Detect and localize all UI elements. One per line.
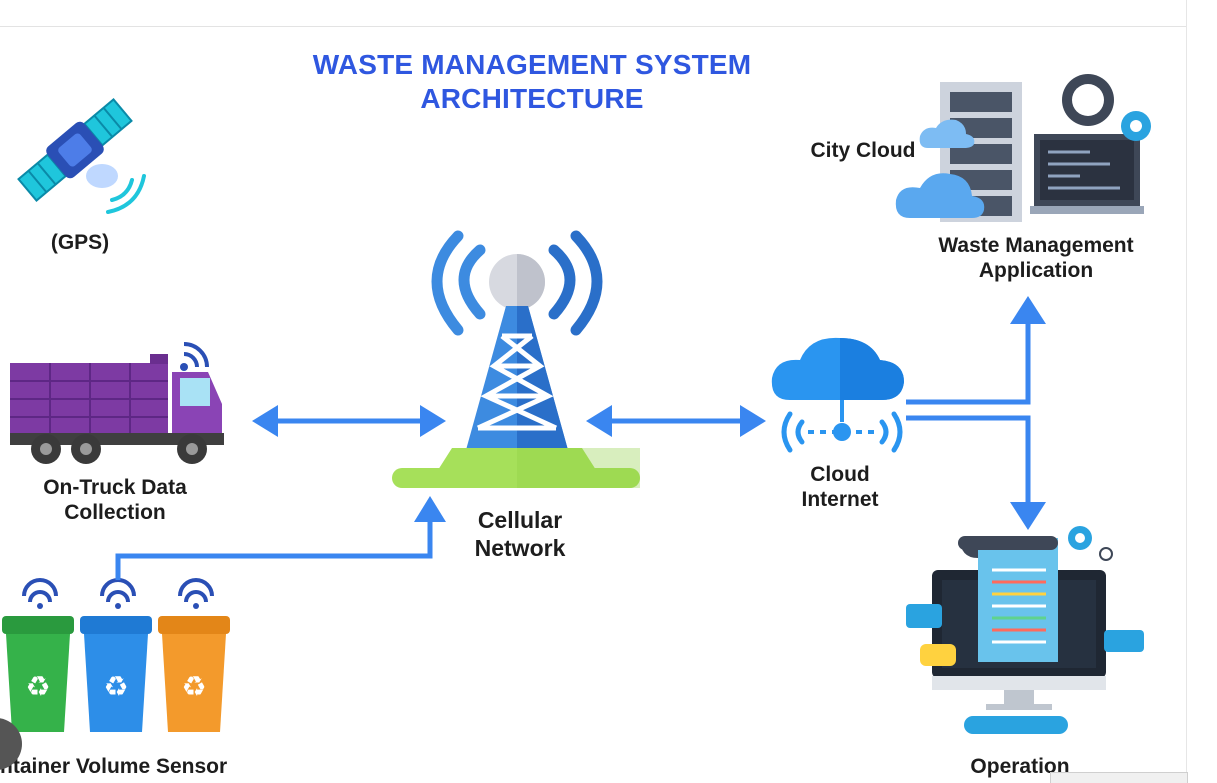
cloud-internet-label: Cloud Internet [770,462,910,512]
operation-label: Operation [970,755,1070,778]
server-cloud-icon [895,74,1151,222]
operation-monitor-icon [906,526,1144,734]
truck-label-line1: On-Truck Data [43,476,187,499]
diagram-title-line2: ARCHITECTURE [420,83,644,114]
truck-label-line2: Collection [64,501,166,524]
application-label-line1: Waste Management [938,234,1134,257]
svg-text:♻: ♻ [103,670,128,703]
application-label-line2: Application [978,259,1094,282]
diagram-title: WASTE MANAGEMENT SYSTEM ARCHITECTURE [232,48,832,116]
cloud-internet-label-line1: Cloud [810,463,870,486]
cloud-internet-label-line2: Internet [801,488,879,511]
connection-arrows [115,296,1046,580]
bottom-panel-tab[interactable] [1050,772,1188,783]
right-scroll-border [1186,0,1187,782]
truck-icon [10,342,224,464]
cell-tower-icon [392,230,640,488]
cellular-label-line2: Network [474,535,566,561]
application-label: Waste Management Application [916,233,1156,283]
svg-text:♻: ♻ [181,670,206,703]
svg-text:♻: ♻ [25,670,50,703]
media-control-button[interactable] [0,718,22,770]
gps-label: (GPS) [50,231,110,254]
cellular-label-line1: Cellular [477,507,563,533]
cellular-label: Cellular Network [420,506,620,562]
container-sensor-label: ntainer Volume Sensor [0,755,228,778]
truck-label: On-Truck Data Collection [10,475,220,525]
waste-bins-icon: ♻ ♻ ♻ [2,578,230,732]
cloud-internet-icon [771,337,904,453]
city-cloud-label: City Cloud [810,139,916,162]
satellite-icon [17,98,146,214]
browser-top-bar [0,0,1186,27]
diagram-title-line1: WASTE MANAGEMENT SYSTEM [312,49,752,80]
